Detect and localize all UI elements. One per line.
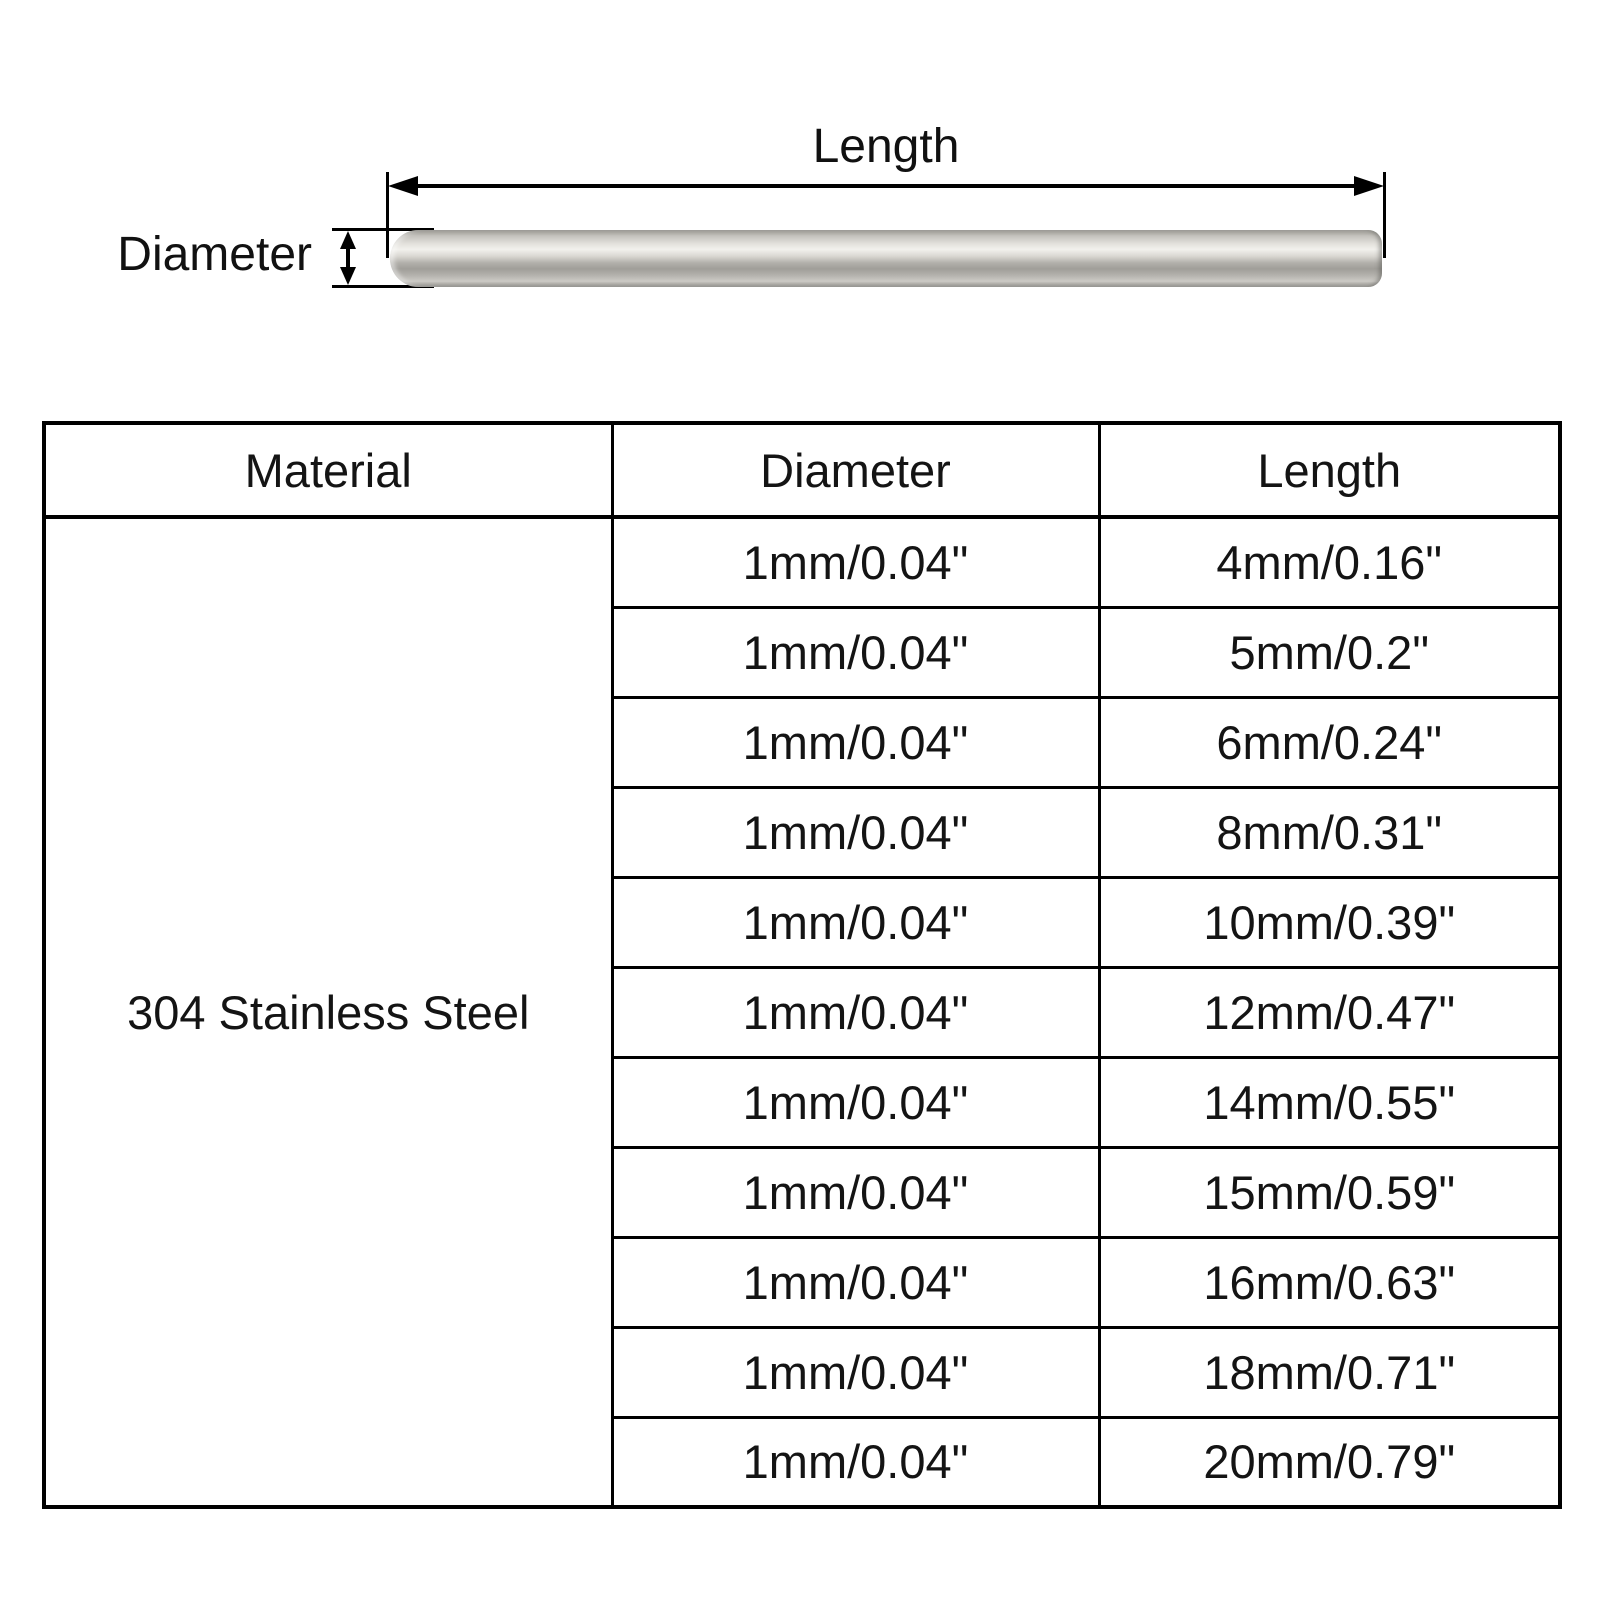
table-row: 1mm/0.04"16mm/0.63" xyxy=(44,1235,1562,1329)
table-row: 1mm/0.04"14mm/0.55" xyxy=(44,1055,1562,1149)
diameter-cell: 1mm/0.04" xyxy=(610,1055,1101,1149)
diameter-dimension-line xyxy=(346,240,350,276)
diameter-cell: 1mm/0.04" xyxy=(610,1145,1101,1239)
table-row: 1mm/0.04"8mm/0.31" xyxy=(44,785,1562,879)
length-cell: 8mm/0.31" xyxy=(1097,785,1562,879)
length-cell: 18mm/0.71" xyxy=(1097,1325,1562,1419)
table-row: 1mm/0.04"10mm/0.39" xyxy=(44,875,1562,969)
diameter-cell: 1mm/0.04" xyxy=(610,515,1101,609)
header-diameter: Diameter xyxy=(610,421,1101,519)
length-cell: 10mm/0.39" xyxy=(1097,875,1562,969)
diameter-arrowhead-down-icon xyxy=(340,267,356,285)
length-cell: 12mm/0.47" xyxy=(1097,965,1562,1059)
length-arrowhead-left-icon xyxy=(388,176,418,196)
length-cell: 16mm/0.63" xyxy=(1097,1235,1562,1329)
diameter-cell: 1mm/0.04" xyxy=(610,605,1101,699)
table-row: 1mm/0.04"20mm/0.79" xyxy=(44,1415,1562,1509)
length-arrowhead-right-icon xyxy=(1354,176,1384,196)
table-row: 1mm/0.04"6mm/0.24" xyxy=(44,695,1562,789)
length-dimension-line xyxy=(404,184,1362,188)
table-row: 1mm/0.04"18mm/0.71" xyxy=(44,1325,1562,1419)
length-dimension-label: Length xyxy=(812,120,960,173)
diameter-cell: 1mm/0.04" xyxy=(610,1235,1101,1329)
diameter-cell: 1mm/0.04" xyxy=(610,695,1101,789)
table-row: 1mm/0.04"15mm/0.59" xyxy=(44,1145,1562,1239)
table-header-row: Material Diameter Length xyxy=(42,421,1562,519)
diameter-cell: 1mm/0.04" xyxy=(610,1325,1101,1419)
header-material: Material xyxy=(42,421,614,519)
stainless-steel-rod-image xyxy=(390,230,1382,287)
diameter-cell: 1mm/0.04" xyxy=(610,1415,1101,1509)
length-cell: 15mm/0.59" xyxy=(1097,1145,1562,1239)
length-extension-line-right xyxy=(1383,172,1386,258)
diameter-cell: 1mm/0.04" xyxy=(610,785,1101,879)
diameter-cell: 1mm/0.04" xyxy=(610,875,1101,969)
diameter-extension-line-top xyxy=(332,228,434,231)
diameter-dimension-label: Diameter xyxy=(117,228,312,281)
length-cell: 6mm/0.24" xyxy=(1097,695,1562,789)
length-cell: 5mm/0.2" xyxy=(1097,605,1562,699)
length-cell: 14mm/0.55" xyxy=(1097,1055,1562,1149)
table-row: 1mm/0.04"12mm/0.47" xyxy=(44,965,1562,1059)
diameter-extension-line-bottom xyxy=(332,285,434,288)
header-length: Length xyxy=(1097,421,1562,519)
length-cell: 4mm/0.16" xyxy=(1097,515,1562,609)
material-cell: 304 Stainless Steel xyxy=(42,515,614,1509)
length-extension-line-left xyxy=(386,172,389,258)
table-row: 1mm/0.04"5mm/0.2" xyxy=(44,605,1562,699)
length-cell: 20mm/0.79" xyxy=(1097,1415,1562,1509)
diameter-arrowhead-up-icon xyxy=(340,231,356,249)
diameter-cell: 1mm/0.04" xyxy=(610,965,1101,1059)
spec-table: Material Diameter Length 304 Stainless S… xyxy=(42,421,1562,1509)
